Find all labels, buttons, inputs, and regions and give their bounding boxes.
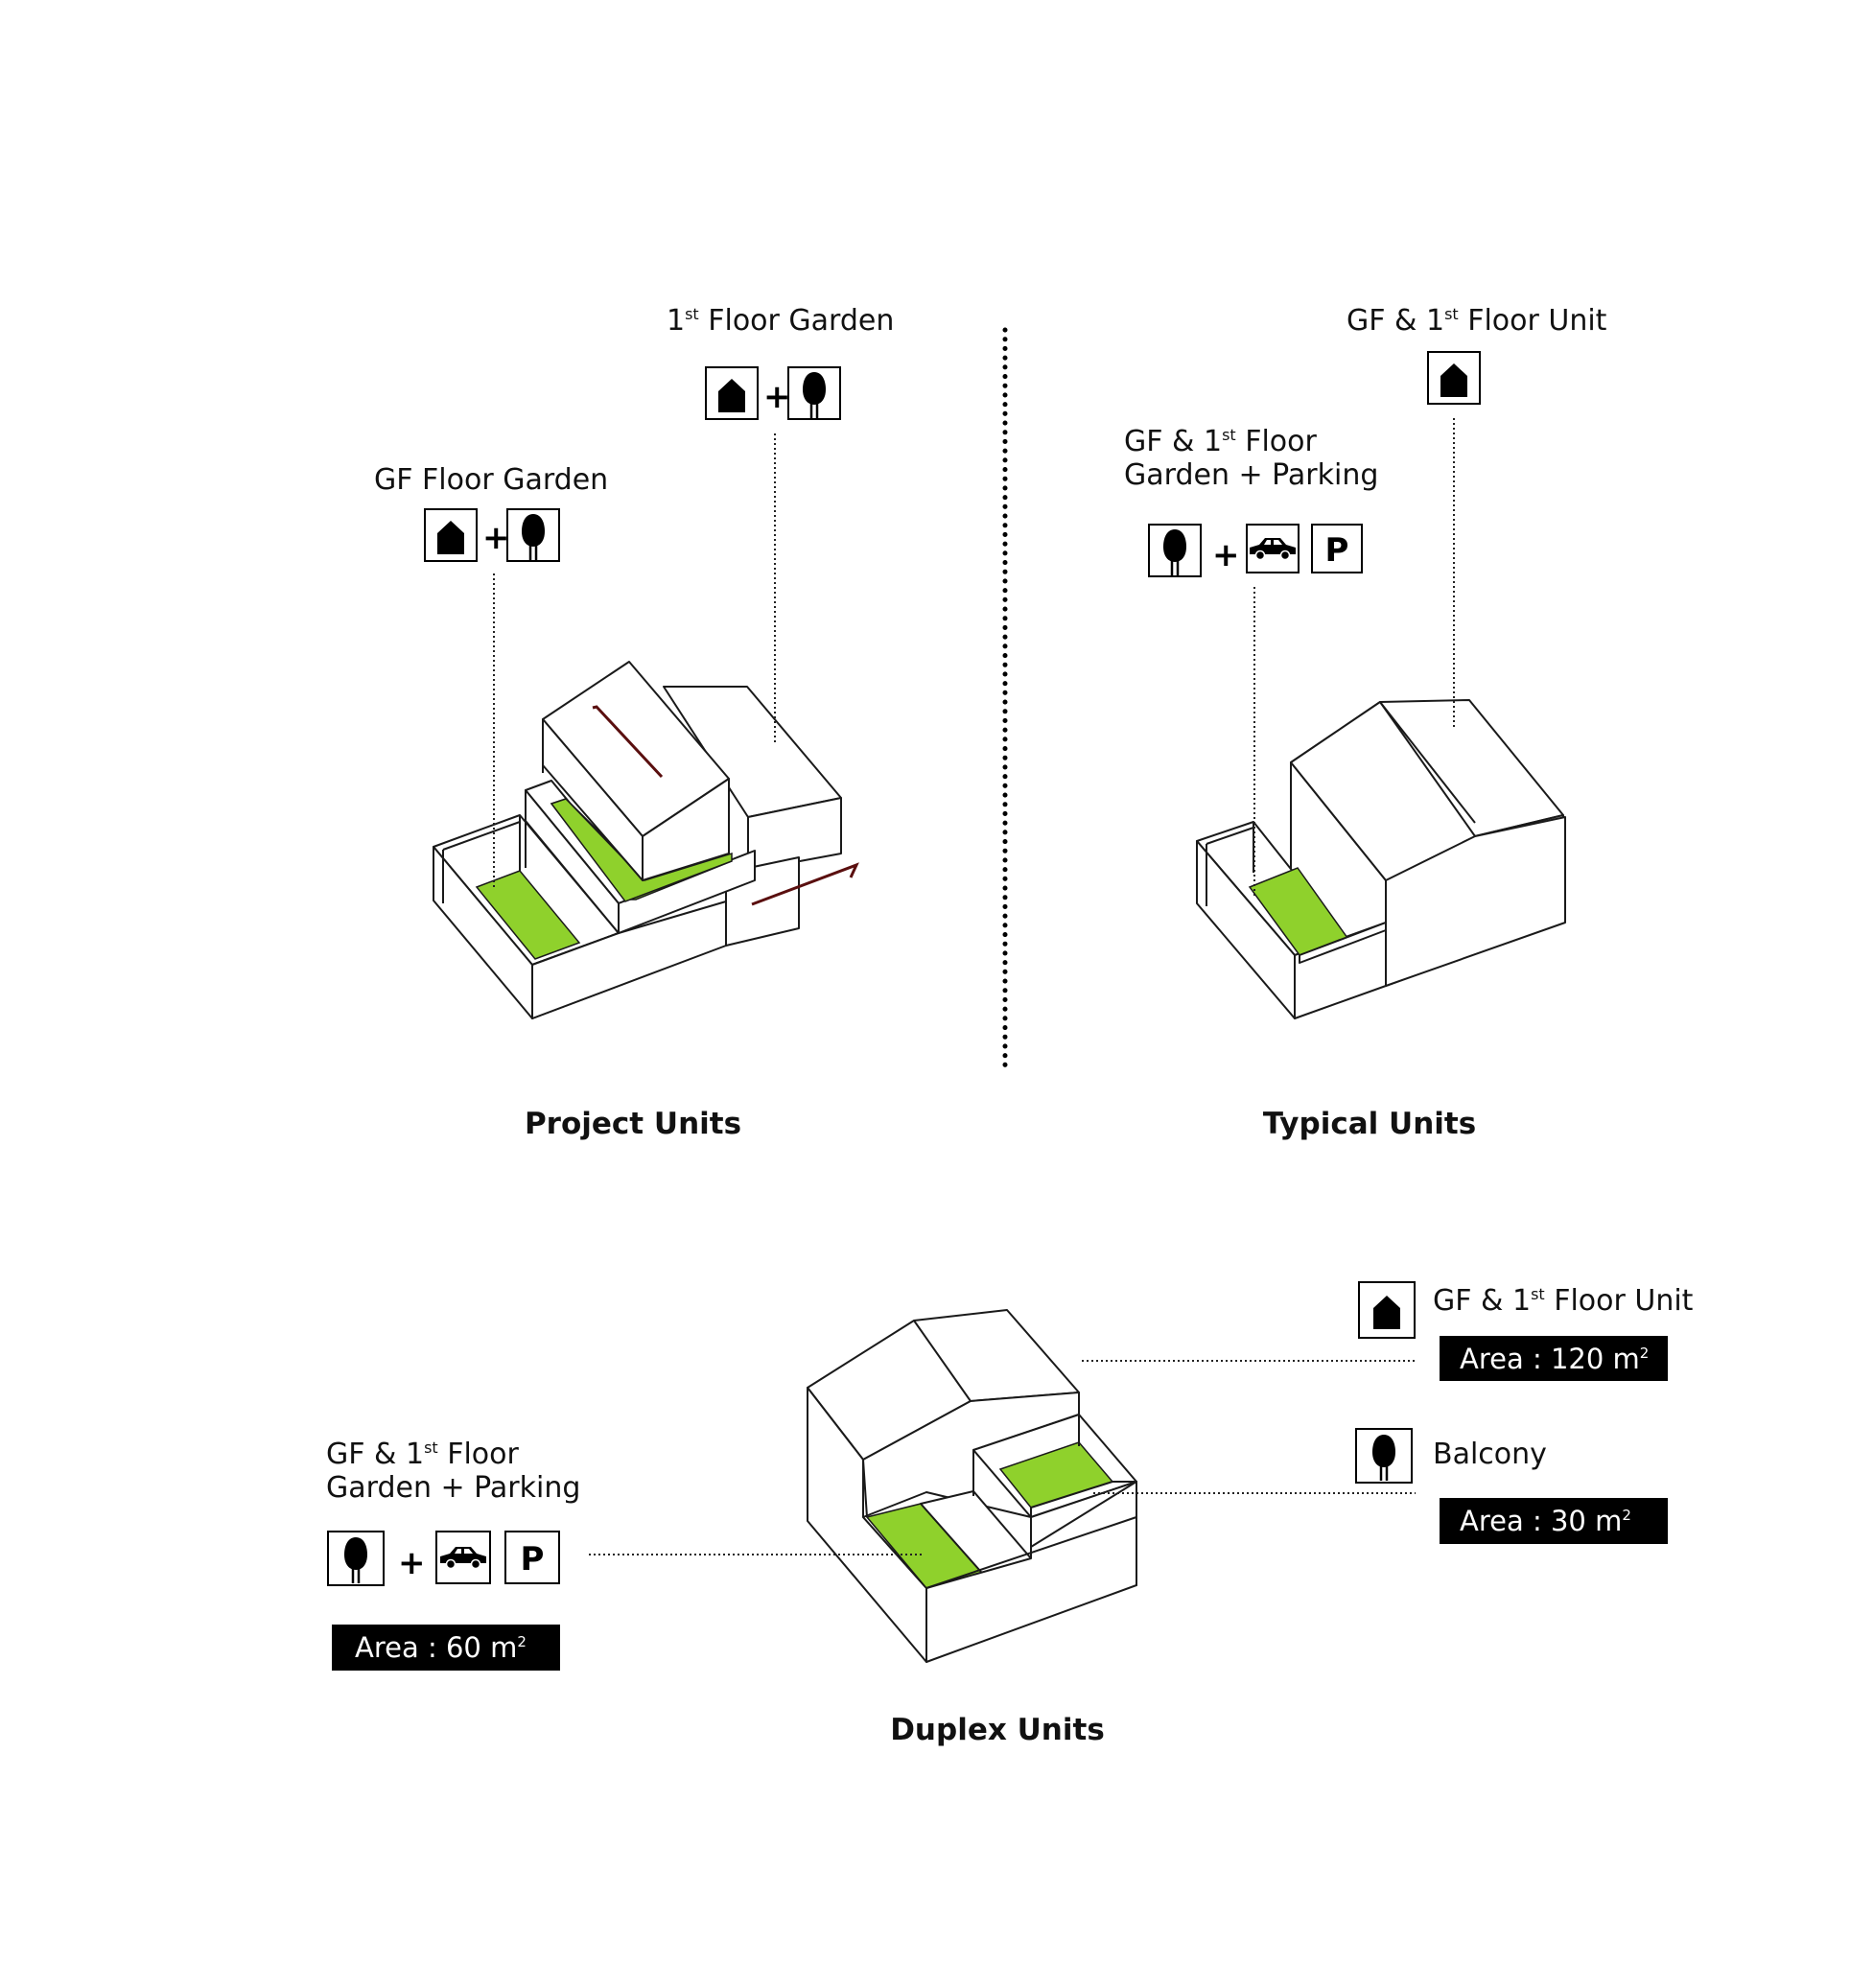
typical-garden-parking-callout: GF & 1st Floor Garden + Parking + P	[1124, 425, 1378, 897]
project-units-title: Project Units	[525, 1107, 741, 1141]
typical-garden-parking-label-line1: GF & 1st Floor	[1124, 425, 1318, 458]
tree-icon	[327, 1531, 385, 1586]
duplex-balcony-label: Balcony	[1433, 1438, 1547, 1471]
duplex-balcony-area-text: Area : 30 m2	[1460, 1505, 1631, 1537]
house-icon	[1427, 351, 1481, 405]
typical-units-model	[1196, 699, 1566, 1019]
plus-sign: +	[1212, 536, 1240, 574]
plus-sign: +	[398, 1544, 426, 1582]
car-icon	[435, 1531, 491, 1584]
svg-text:P: P	[1325, 531, 1349, 570]
parking-icon: P	[1311, 524, 1363, 573]
project-units-model	[433, 661, 859, 1019]
house-icon	[705, 366, 759, 420]
duplex-garden-area-text: Area : 60 m2	[355, 1631, 527, 1664]
duplex-unit-label: GF & 1st Floor Unit	[1433, 1284, 1694, 1318]
house-icon	[1358, 1281, 1416, 1339]
typical-unit-callout: GF & 1st Floor Unit	[1347, 304, 1607, 729]
tree-icon	[506, 508, 560, 562]
svg-text:P: P	[521, 1540, 545, 1579]
duplex-garden-parking-label-line2: Garden + Parking	[326, 1471, 580, 1505]
duplex-units-model	[807, 1309, 1137, 1663]
duplex-unit-callout: GF & 1st Floor Unit Area : 120 m2	[1082, 1281, 1694, 1381]
house-icon	[424, 508, 478, 562]
duplex-units-title: Duplex Units	[890, 1713, 1105, 1747]
project-first-floor-garden-label: 1st Floor Garden	[667, 304, 894, 338]
parking-icon: P	[504, 1531, 560, 1584]
car-icon	[1246, 524, 1300, 573]
project-gf-floor-garden-callout: GF Floor Garden +	[374, 463, 608, 890]
typical-unit-label: GF & 1st Floor Unit	[1347, 304, 1607, 338]
ground-floor-garden	[475, 870, 581, 960]
typical-units-title: Typical Units	[1263, 1107, 1476, 1141]
plus-sign: +	[482, 519, 510, 557]
tree-icon	[787, 366, 841, 420]
duplex-garden-parking-callout: GF & 1st Floor Garden + Parking + P Area…	[326, 1438, 923, 1671]
project-gf-floor-garden-label: GF Floor Garden	[374, 463, 608, 497]
project-first-floor-garden-callout: 1st Floor Garden +	[667, 304, 894, 743]
duplex-balcony-callout: Balcony Area : 30 m2	[1093, 1428, 1668, 1544]
plus-sign: +	[763, 378, 791, 416]
tree-icon	[1148, 524, 1202, 577]
duplex-balcony-area-badge	[1440, 1498, 1668, 1544]
duplex-garden-area-badge	[332, 1625, 560, 1671]
typical-garden-parking-label-line2: Garden + Parking	[1124, 458, 1378, 492]
duplex-unit-area-badge	[1440, 1336, 1668, 1381]
tree-icon	[1355, 1428, 1413, 1484]
duplex-garden-parking-label-line1: GF & 1st Floor	[326, 1438, 520, 1471]
duplex-unit-area-text: Area : 120 m2	[1460, 1343, 1649, 1375]
